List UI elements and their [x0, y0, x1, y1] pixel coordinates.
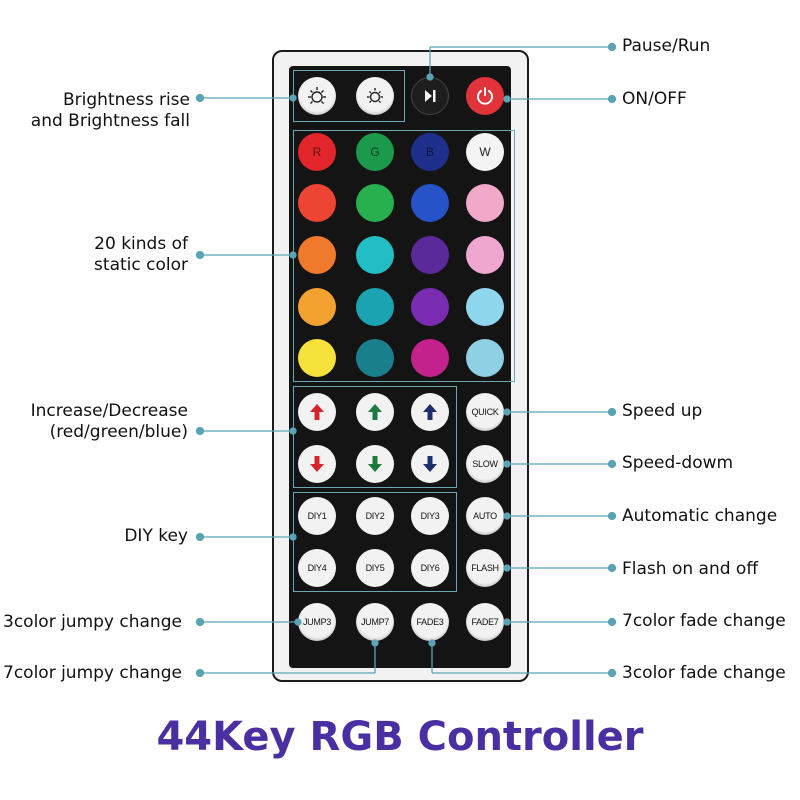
jump7-button[interactable]: JUMP7 [356, 603, 394, 641]
static-color-callout-line1: 20 kinds of [94, 234, 188, 254]
color-button[interactable] [466, 288, 504, 326]
auto-change-callout: Automatic change [622, 506, 778, 526]
diy-button-label: DIY3 [420, 511, 440, 521]
color-button-letter: B [425, 145, 434, 159]
diy-button[interactable]: DIY2 [356, 497, 394, 535]
arrow-button-down[interactable] [411, 445, 449, 483]
fade3-button-label: FADE3 [416, 617, 444, 627]
diy-button[interactable]: DIY5 [356, 549, 394, 587]
color-button-letter: G [370, 145, 380, 159]
fade3-callout: 3color fade change [622, 663, 786, 683]
increase-decrease-callout: Increase/Decrease (red/green/blue) [31, 401, 188, 443]
color-button[interactable] [356, 184, 394, 222]
arrow-down-icon [423, 456, 437, 472]
speed-up-callout: Speed up [622, 401, 703, 421]
diy-button-label: DIY4 [307, 563, 327, 573]
brightness-down-button[interactable] [356, 77, 394, 115]
color-button[interactable] [411, 236, 449, 274]
jump3-button[interactable]: JUMP3 [298, 603, 336, 641]
color-button[interactable] [298, 288, 336, 326]
quick-button[interactable]: QUICK [466, 393, 504, 431]
increase-decrease-callout-line2: (red/green/blue) [49, 422, 188, 442]
auto-button[interactable]: AUTO [466, 497, 504, 535]
fade3-button[interactable]: FADE3 [411, 603, 449, 641]
on-off-callout: ON/OFF [622, 89, 687, 109]
diy-button[interactable]: DIY3 [411, 497, 449, 535]
sun-up-icon [308, 87, 326, 104]
page-title: 44Key RGB Controller [156, 714, 644, 760]
diy-group [293, 492, 457, 592]
arrow-button-up[interactable] [298, 393, 336, 431]
arrow-up-icon [310, 404, 324, 420]
brightness-up-button[interactable] [298, 77, 336, 115]
color-button[interactable] [411, 288, 449, 326]
slow-button-label: SLOW [472, 459, 498, 469]
auto-button-label: AUTO [473, 511, 497, 521]
color-button[interactable] [466, 236, 504, 274]
diy-button[interactable]: DIY6 [411, 549, 449, 587]
diy-button[interactable]: DIY4 [298, 549, 336, 587]
flash-button[interactable]: FLASH [466, 549, 504, 587]
color-button[interactable] [466, 339, 504, 377]
color-button[interactable]: B [411, 133, 449, 171]
diy-button-label: DIY5 [365, 563, 385, 573]
arrow-up-icon [423, 404, 437, 420]
arrow-up-icon [368, 404, 382, 420]
arrow-button-down[interactable] [356, 445, 394, 483]
arrow-button-up[interactable] [356, 393, 394, 431]
arrow-down-icon [368, 456, 382, 472]
arrow-down-icon [310, 456, 324, 472]
color-button[interactable]: R [298, 133, 336, 171]
arrow-group [293, 386, 457, 488]
jump7-button-label: JUMP7 [360, 617, 389, 627]
sun-down-icon [367, 88, 383, 103]
jump3-button-label: JUMP3 [302, 617, 331, 627]
slow-button[interactable]: SLOW [466, 445, 504, 483]
arrow-button-up[interactable] [411, 393, 449, 431]
color-button[interactable]: G [356, 133, 394, 171]
increase-decrease-callout-line1: Increase/Decrease [30, 401, 188, 421]
diy-button[interactable]: DIY1 [298, 497, 336, 535]
brightness-callout: Brightness rise and Brightness fall [31, 90, 190, 132]
color-button[interactable] [298, 236, 336, 274]
brightness-callout-line2: and Brightness fall [30, 111, 190, 131]
play-pause-icon [425, 90, 436, 102]
flash-callout: Flash on and off [622, 559, 759, 579]
fade7-button[interactable]: FADE7 [466, 603, 504, 641]
flash-button-label: FLASH [471, 563, 499, 573]
color-button[interactable] [356, 288, 394, 326]
color-button-letter: W [479, 145, 491, 159]
jumpy7-callout: 7color jumpy change [3, 663, 182, 683]
brightness-callout-line1: Brightness rise [63, 90, 190, 110]
speed-down-callout: Speed-dowm [622, 453, 734, 473]
static-color-callout: 20 kinds of static color [94, 234, 188, 276]
color-button[interactable] [298, 339, 336, 377]
color-button-letter: R [312, 145, 322, 159]
quick-button-label: QUICK [471, 407, 499, 417]
color-button[interactable] [356, 236, 394, 274]
diy-key-callout: DIY key [124, 526, 188, 546]
diy-button-label: DIY2 [365, 511, 385, 521]
diy-button-label: DIY1 [307, 511, 327, 521]
power-button[interactable] [466, 77, 504, 115]
jumpy3-callout: 3color jumpy change [3, 612, 182, 632]
color-button[interactable] [466, 184, 504, 222]
static-color-callout-line2: static color [94, 255, 188, 275]
color-button[interactable] [411, 184, 449, 222]
color-button[interactable] [411, 339, 449, 377]
color-button[interactable] [356, 339, 394, 377]
diy-button-label: DIY6 [420, 563, 440, 573]
pause-run-callout: Pause/Run [622, 36, 711, 56]
fade7-button-label: FADE7 [471, 617, 499, 627]
color-button[interactable]: W [466, 133, 504, 171]
play-pause-button[interactable] [411, 77, 449, 115]
fade7-callout: 7color fade change [622, 611, 786, 631]
color-button[interactable] [298, 184, 336, 222]
power-icon [477, 87, 493, 105]
arrow-button-down[interactable] [298, 445, 336, 483]
